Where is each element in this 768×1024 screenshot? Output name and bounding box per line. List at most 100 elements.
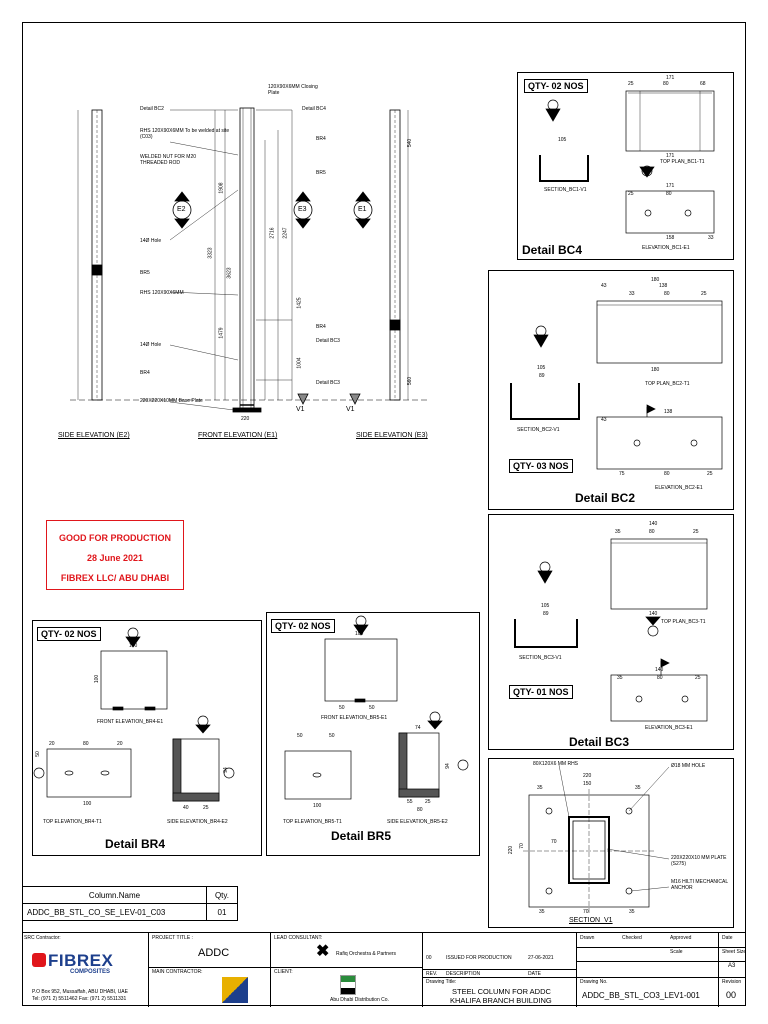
main-contractor-logo xyxy=(222,977,248,1003)
bc3-top-plan: TOP PLAN_BC3-T1 xyxy=(661,619,706,625)
v1-note-rhs: 80X120X6 MM RHS xyxy=(533,761,579,767)
section-v1-svg xyxy=(523,764,670,915)
bc4-dim: 171 xyxy=(666,75,675,81)
dim-text: 540 xyxy=(407,138,414,148)
bc4-qty: QTY- 02 NOS xyxy=(524,79,588,93)
bc3-dim: 80 xyxy=(649,529,655,535)
br4-dim: 50 xyxy=(34,751,41,757)
bc3-dim: 89 xyxy=(543,611,549,617)
br4-detail-title: Detail BR4 xyxy=(105,837,166,851)
br5-dim: 50 xyxy=(297,733,303,739)
bc4-detail-title: Detail BC4 xyxy=(522,243,583,257)
fibrex-logo-mark xyxy=(32,953,46,967)
checked-label: Checked xyxy=(622,935,642,941)
lead-consultant-label: LEAD CONSULTANT: xyxy=(274,935,323,941)
br4-dim: 80 xyxy=(83,741,89,747)
client-name: Abu Dhabi Distribution Co. xyxy=(330,997,389,1003)
date-header: Date xyxy=(722,935,733,941)
dim-text: 1479 xyxy=(218,327,225,339)
bc3-dim: 140 xyxy=(649,611,658,617)
drawing-number: ADDC_BB_STL_CO3_LEV1-001 xyxy=(582,991,700,1000)
dim-text: 560 xyxy=(407,376,414,386)
qty-cell: 01 xyxy=(206,903,238,921)
revision-number: 00 xyxy=(726,990,737,1000)
bc3-qty: QTY- 01 NOS xyxy=(509,685,573,699)
bc2-dim: 138 xyxy=(659,283,668,289)
note-detail-bc3-b: Detail BC3 xyxy=(316,380,340,386)
fibrex-logo-sub: COMPOSITES xyxy=(70,969,111,975)
br5-dim: 74 xyxy=(415,725,421,731)
detail-br5-panel: QTY- 02 NOS 100 50 50 50 50 100 74 55 25… xyxy=(266,612,480,856)
rev-label: REV. xyxy=(426,971,438,977)
bc2-qty: QTY- 03 NOS xyxy=(509,459,573,473)
br4-svg xyxy=(33,627,235,802)
v1-note-anchor: M16 HILTI MECHANICAL ANCHOR xyxy=(671,879,728,891)
drawing-no-label: Drawing No. xyxy=(580,979,608,985)
bc3-dim: 25 xyxy=(693,529,699,535)
sheet-size-value: A3 xyxy=(728,963,736,969)
fibrex-tel: Tel: (971 2) 5511462 Fax: (971 2) 551133… xyxy=(32,996,127,1002)
br5-dim: 80 xyxy=(417,807,423,813)
date-label: DATE xyxy=(528,971,541,977)
fibrex-logo-text: FIBREX xyxy=(48,951,114,970)
bc3-svg xyxy=(514,538,708,722)
drawing-title-line-2: KHALIFA BRANCH BUILDING xyxy=(450,996,552,1005)
drawing-sheet xyxy=(22,22,746,1006)
bc2-dim: 33 xyxy=(629,291,635,297)
production-stamp: GOOD FOR PRODUCTION 28 June 2021 FIBREX … xyxy=(46,520,184,590)
title-block: SRC Contractor: FIBREX COMPOSITES P.O Bo… xyxy=(22,932,746,1007)
bc2-dim: 43 xyxy=(601,417,607,423)
br5-dim: 50 xyxy=(339,705,345,711)
bc2-dim: 138 xyxy=(664,409,673,415)
br5-detail-title: Detail BR5 xyxy=(331,829,392,843)
br5-dim: 100 xyxy=(313,803,322,809)
br5-dim: 50 xyxy=(369,705,375,711)
bc2-dim: 180 xyxy=(651,277,660,283)
stamp-line-2: 28 June 2021 xyxy=(86,553,144,563)
marker-e1-label: E1 xyxy=(358,206,367,213)
project-name: ADDC xyxy=(198,947,230,959)
v1-dim: 220 xyxy=(508,845,515,855)
front-elevation-e1-title: FRONT ELEVATION (E1) xyxy=(198,432,278,439)
scale-label: Scale xyxy=(670,949,683,955)
v1-note-base: 220X220X10 MM PLATE (S275) xyxy=(671,855,727,867)
detail-bc3-panel: 140 35 80 25 105 89 140 140 35 80 25 TOP… xyxy=(488,514,734,750)
note-hole: 14Ø Hole xyxy=(140,238,162,244)
bc2-dim: 80 xyxy=(664,471,670,477)
stamp-line-1: GOOD FOR PRODUCTION xyxy=(59,533,171,543)
note-br5-b: BR5 xyxy=(316,170,326,176)
bc3-dim: 80 xyxy=(657,675,663,681)
side-elevation-e2-title: SIDE ELEVATION (E2) xyxy=(58,432,130,439)
bc3-dim: 25 xyxy=(695,675,701,681)
bc4-section: SECTION_BC1-V1 xyxy=(544,187,587,193)
br4-dim: 100 xyxy=(129,643,138,649)
column-name-cell: ADDC_BB_STL_CO_SE_LEV-01_C03 xyxy=(22,903,207,921)
br4-dim: 20 xyxy=(49,741,55,747)
bc3-dim: 140 xyxy=(655,667,664,673)
br5-dim: 55 xyxy=(407,799,413,805)
rev-row-no: 00 xyxy=(426,955,432,961)
br5-front: FRONT ELEVATION_BR5-E1 xyxy=(321,715,388,721)
v1-marker-a: V1 xyxy=(296,406,305,413)
bc4-dim: 33 xyxy=(708,235,714,241)
bc4-dim: 68 xyxy=(700,81,706,87)
bc4-top-plan: TOP PLAN_BC1-T1 xyxy=(660,159,705,165)
bc4-dim: 158 xyxy=(666,235,675,241)
br4-dim: 94 xyxy=(222,767,229,773)
bc2-svg xyxy=(510,300,723,470)
section-v1-panel: 220 150 35 35 70 70 70 35 35 220 80X120X… xyxy=(488,758,734,928)
bc3-dim: 140 xyxy=(649,521,658,527)
br4-side: SIDE ELEVATION_BR4-E2 xyxy=(167,819,228,825)
stamp-line-3: FIBREX LLC/ ABU DHABI xyxy=(60,573,170,583)
note-detail-bc3: Detail BC3 xyxy=(316,338,340,344)
br5-svg xyxy=(284,615,469,800)
client-label: CLIENT: xyxy=(274,969,293,975)
note-br4-c: BR4 xyxy=(316,324,326,330)
bc3-dim: 35 xyxy=(615,529,621,535)
v1-dim: 70 xyxy=(583,909,589,915)
project-title-label: PROJECT TITLE : xyxy=(152,935,193,941)
bc2-elevation: ELEVATION_BC2-E1 xyxy=(655,485,703,491)
br4-top: TOP ELEVATION_BR4-T1 xyxy=(43,819,102,825)
note-br4: BR4 xyxy=(316,136,326,142)
br5-qty: QTY- 02 NOS xyxy=(271,619,335,633)
